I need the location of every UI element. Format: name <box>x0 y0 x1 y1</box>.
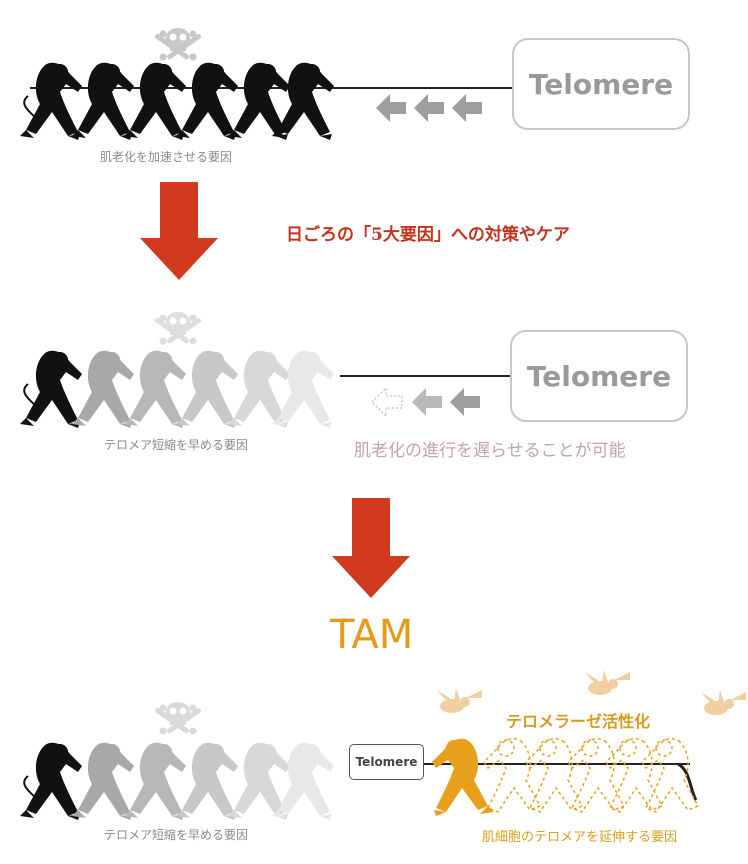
panel-3-right-caption: 肌細胞のテロメアを延伸する要因 <box>482 830 678 845</box>
telomere-box: Telomere <box>512 38 690 130</box>
step-1-text: 日ごろの「5大要因」への対策やケア <box>286 225 570 245</box>
skull-crossbones-icon <box>154 312 202 345</box>
panel-3 <box>20 670 746 820</box>
skull-crossbones-icon <box>154 28 202 61</box>
skull-crossbones-icon <box>154 702 202 735</box>
slow-aging-text: 肌老化の進行を遅らせることが可能 <box>354 441 626 461</box>
tam-label: TAM <box>330 612 414 658</box>
panel-2 <box>20 312 512 428</box>
panel-2-caption: テロメア短縮を早める要因 <box>104 438 249 452</box>
tug-of-war-team <box>20 62 334 140</box>
telomere-box: Telomere <box>510 330 688 422</box>
left-arrow-icon <box>376 94 482 122</box>
panel-1 <box>20 28 512 140</box>
panel-1-caption: 肌老化を加速させる要因 <box>100 150 233 164</box>
telomerase-activation-text: テロメラーゼ活性化 <box>506 712 651 731</box>
tug-of-war-team <box>20 350 334 428</box>
telomere-box-small: Telomere <box>349 744 424 780</box>
panel-3-left-caption: テロメア短縮を早める要因 <box>104 828 249 842</box>
tug-of-war-team <box>20 742 334 820</box>
down-arrow-icon <box>332 498 410 598</box>
down-arrow-icon <box>140 182 218 280</box>
left-arrow-icon <box>371 387 480 417</box>
telomerase-team <box>432 737 699 816</box>
